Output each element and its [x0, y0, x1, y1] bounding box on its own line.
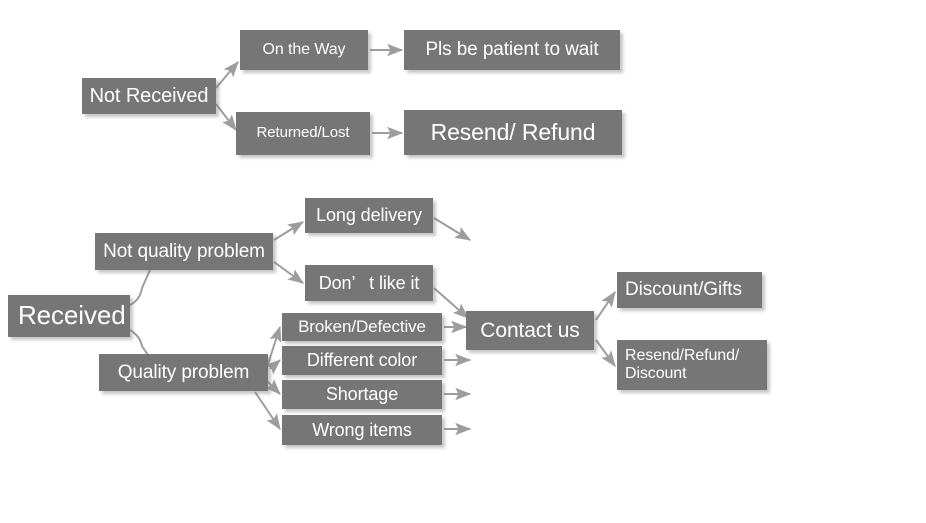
- link-quality-to-wrong-items: [254, 391, 281, 430]
- node-long-delivery[interactable]: Long delivery: [305, 198, 433, 233]
- link-not-quality-to-long-delivery: [273, 221, 305, 241]
- node-shortage-label: Shortage: [325, 384, 399, 405]
- node-long-delivery-label: Long delivery: [316, 205, 422, 226]
- node-returned-lost[interactable]: Returned/Lost: [236, 112, 370, 155]
- node-not-quality-problem[interactable]: Not quality problem: [95, 233, 273, 270]
- node-different-color-label: Different color: [306, 350, 418, 371]
- node-shortage[interactable]: Shortage: [282, 380, 442, 409]
- node-contact-us-label: Contact us: [480, 318, 580, 342]
- node-resend-refund[interactable]: Resend/ Refund: [404, 110, 622, 155]
- node-received[interactable]: Received: [8, 295, 130, 337]
- node-different-color[interactable]: Different color: [282, 346, 442, 375]
- link-contact-us-to-resend-refund-discount: [595, 339, 616, 367]
- node-resend-refund-discount[interactable]: Resend/Refund/ Discount: [617, 340, 767, 390]
- link-quality-to-shortage: [265, 379, 281, 395]
- link-not-received-to-returned-lost: [215, 103, 237, 131]
- node-broken-defective[interactable]: Broken/Defective: [282, 313, 442, 341]
- link-long-delivery-to-contact-us: [433, 217, 472, 241]
- node-discount-gifts-label: Discount/Gifts: [625, 279, 742, 301]
- node-returned-lost-label: Returned/Lost: [256, 124, 350, 142]
- link-received-to-not-quality-problem: [129, 269, 151, 306]
- node-wrong-items[interactable]: Wrong items: [282, 415, 442, 445]
- node-discount-gifts[interactable]: Discount/Gifts: [617, 272, 762, 308]
- link-contact-us-to-discount-gifts: [595, 291, 616, 321]
- node-not-received[interactable]: Not Received: [82, 78, 216, 114]
- node-wrong-items-label: Wrong items: [312, 419, 412, 440]
- node-quality-problem-label: Quality problem: [117, 361, 250, 383]
- node-not-quality-problem-label: Not quality problem: [103, 240, 265, 262]
- link-not-quality-to-dont-like-it: [273, 261, 304, 284]
- node-on-the-way[interactable]: On the Way: [240, 30, 368, 70]
- node-resend-refund-discount-label: Resend/Refund/ Discount: [625, 347, 740, 382]
- link-quality-to-broken-defective: [267, 325, 282, 365]
- node-dont-like-it-label: Don’ t like it: [318, 272, 420, 293]
- node-not-received-label: Not Received: [89, 84, 209, 107]
- node-contact-us[interactable]: Contact us: [466, 311, 594, 350]
- node-received-label: Received: [18, 300, 126, 331]
- node-on-the-way-label: On the Way: [262, 41, 346, 59]
- node-dont-like-it[interactable]: Don’ t like it: [305, 265, 433, 301]
- node-pls-be-patient-to-wait-label: Pls be patient to wait: [425, 39, 599, 61]
- node-pls-be-patient-to-wait[interactable]: Pls be patient to wait: [404, 30, 620, 70]
- node-resend-refund-label: Resend/ Refund: [430, 118, 596, 145]
- link-quality-to-different-color: [264, 359, 281, 375]
- node-broken-defective-label: Broken/Defective: [298, 317, 426, 337]
- node-quality-problem[interactable]: Quality problem: [99, 354, 268, 391]
- link-not-received-to-on-the-way: [215, 61, 239, 89]
